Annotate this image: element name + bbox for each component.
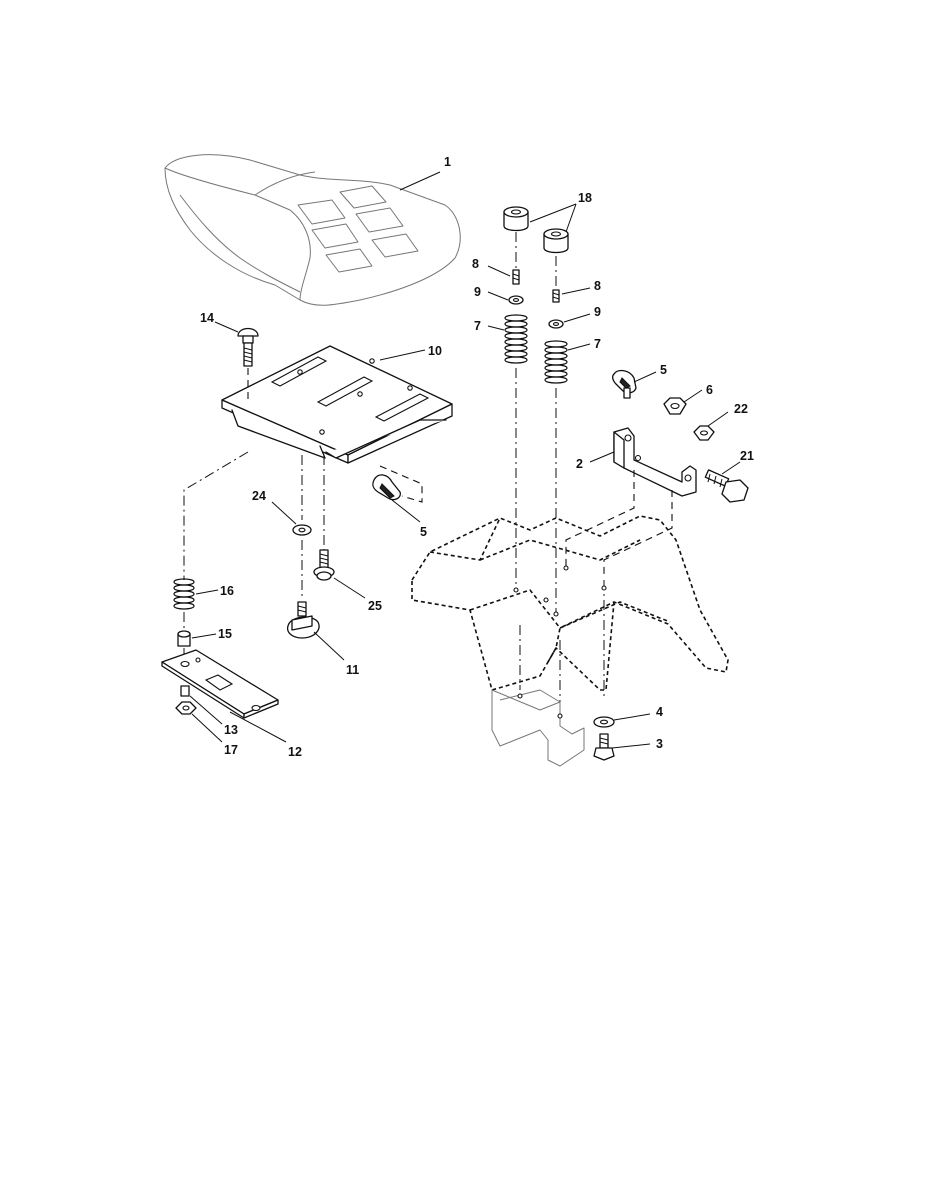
- bolt-part-3: 3: [593, 733, 663, 761]
- lock-nut-part-17: 17: [175, 701, 238, 757]
- callout-24: 24: [252, 489, 266, 503]
- nut-part-6: 6: [663, 383, 713, 415]
- callout-15: 15: [218, 627, 232, 641]
- callout-11: 11: [346, 663, 359, 677]
- washer-part-9-right: 9: [548, 305, 601, 329]
- callout-5-right: 5: [660, 363, 667, 377]
- callout-25: 25: [368, 599, 382, 613]
- spring-part-7-left: 7: [474, 314, 528, 364]
- callout-6: 6: [706, 383, 713, 397]
- pin-part-8-left: 8: [472, 257, 520, 285]
- pin-part-8-right: 8: [552, 279, 601, 303]
- callout-12: 12: [288, 745, 302, 759]
- tractor-frame-reference: [411, 515, 729, 767]
- bolt-part-21: 21: [704, 449, 754, 503]
- callout-8-right: 8: [594, 279, 601, 293]
- washer-part-24: 24: [252, 489, 312, 536]
- callout-2: 2: [576, 457, 583, 471]
- callout-9-left: 9: [474, 285, 481, 299]
- callout-18: 18: [578, 191, 592, 205]
- callout-22: 22: [734, 402, 748, 416]
- washer-part-9-left: 9: [474, 285, 524, 305]
- spacer-part-15: 15: [177, 627, 232, 647]
- callout-21: 21: [740, 449, 754, 463]
- callout-9-right: 9: [594, 305, 601, 319]
- wing-knob-part-5-left: 5: [372, 465, 427, 539]
- callout-3: 3: [656, 737, 663, 751]
- right-assembly-centerlines: [515, 232, 605, 710]
- callout-4: 4: [656, 705, 663, 719]
- callout-1: 1: [444, 155, 451, 169]
- callout-10: 10: [428, 344, 442, 358]
- bumper-part-18: 18: [503, 191, 592, 254]
- wing-knob-part-5-right: 5: [612, 363, 667, 399]
- spring-part-7-right: 7: [544, 337, 601, 384]
- spring-part-16: 16: [173, 578, 234, 610]
- seat-part-1: 1: [164, 154, 461, 306]
- callout-7-left: 7: [474, 319, 481, 333]
- callout-17: 17: [224, 743, 238, 757]
- nut-part-13: 13: [180, 685, 238, 737]
- slide-plate-part-12: 12: [161, 649, 302, 759]
- nut-part-22: 22: [693, 402, 748, 441]
- callout-16: 16: [220, 584, 234, 598]
- callout-7-right: 7: [594, 337, 601, 351]
- left-assembly-centerlines: [183, 451, 325, 662]
- handle-knob-part-11: 11: [286, 601, 359, 677]
- callout-13: 13: [224, 723, 238, 737]
- shoulder-bolt-part-25: 25: [313, 549, 382, 613]
- seat-pan-part-10: 10: [221, 344, 453, 464]
- washer-part-4: 4: [593, 705, 663, 728]
- callout-5-left: 5: [420, 525, 427, 539]
- callout-14: 14: [200, 311, 214, 325]
- bracket-part-2: 2: [565, 427, 697, 576]
- callout-8-left: 8: [472, 257, 479, 271]
- carriage-bolt-part-14: 14: [200, 311, 259, 400]
